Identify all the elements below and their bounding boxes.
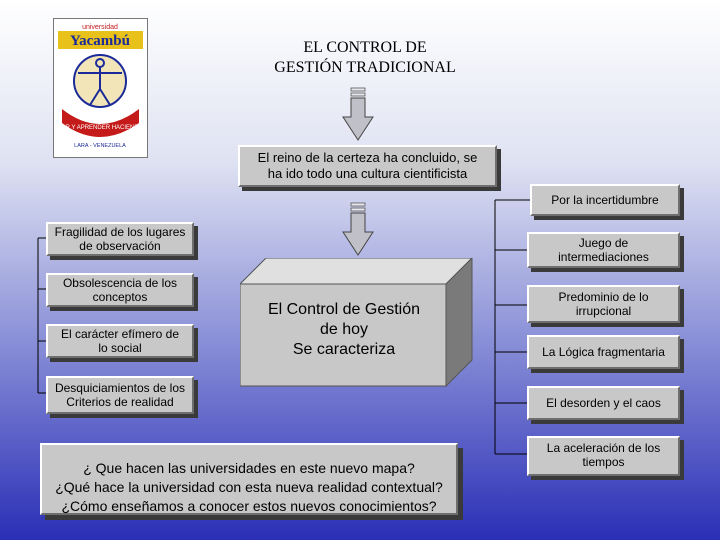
right-item-box: La Lógica fragmentaria — [527, 335, 680, 369]
left-item-line2: lo social — [98, 341, 142, 355]
right-item-line1: La Lógica fragmentaria — [542, 345, 665, 359]
svg-text:LARA - VENEZUELA: LARA - VENEZUELA — [74, 143, 126, 149]
left-item-line1: Fragilidad de los lugares — [54, 225, 186, 239]
question-box: ¿ Que hacen las universidades en este nu… — [40, 443, 458, 515]
down-arrow-icon — [342, 202, 374, 256]
slide-title-line1: EL CONTROL DE — [303, 39, 427, 56]
central-box-line3: Se caracteriza — [292, 341, 396, 358]
left-item-box: Desquiciamientos de los Criterios de rea… — [46, 376, 194, 414]
right-item-line1: El desorden y el caos — [546, 396, 661, 410]
right-item-line1: Por la incertidumbre — [551, 193, 659, 207]
right-item-line2: intermediaciones — [558, 250, 649, 264]
right-item-box: El desorden y el caos — [527, 386, 680, 420]
left-item-line1: El carácter efímero de — [60, 327, 180, 341]
right-item-line1: La aceleración de los — [546, 441, 661, 455]
central-box-line1: El Control de Gestión — [267, 301, 421, 318]
university-logo: universidad Yacambú ¡POR Y APRENDER HACI… — [53, 18, 148, 158]
right-item-line2: irrupcional — [575, 304, 632, 318]
left-item-line2: conceptos — [92, 290, 148, 304]
left-item-box: Fragilidad de los lugares de observación — [46, 222, 194, 256]
statement-box: El reino de la certeza ha concluido, se … — [238, 145, 497, 187]
right-item-box: Por la incertidumbre — [530, 184, 680, 216]
statement-line2: ha ido todo una cultura cientificista — [267, 166, 468, 181]
question-line2: ¿Qué hace la universidad con esta nueva … — [55, 479, 443, 495]
statement-line1: El reino de la certeza ha concluido, se — [257, 150, 478, 165]
left-item-line2: Criterios de realidad — [66, 395, 174, 409]
svg-text:universidad: universidad — [82, 24, 118, 31]
left-item-line2: de observación — [79, 239, 161, 253]
question-line1: ¿ Que hacen las universidades en este nu… — [83, 460, 415, 476]
central-3d-box — [240, 258, 473, 388]
left-item-line1: Obsolescencia de los — [62, 276, 178, 290]
right-item-line1: Juego de — [578, 236, 629, 250]
left-item-box: Obsolescencia de los conceptos — [46, 273, 194, 307]
right-item-box: Predominio de lo irrupcional — [527, 285, 680, 323]
svg-text:Yacambú: Yacambú — [70, 33, 130, 49]
left-item-box: El carácter efímero de lo social — [46, 324, 194, 358]
right-item-line1: Predominio de lo — [558, 290, 649, 304]
university-logo-emblem: universidad Yacambú ¡POR Y APRENDER HACI… — [55, 21, 145, 155]
right-item-line2: tiempos — [582, 455, 625, 469]
down-arrow-icon — [342, 87, 374, 141]
right-item-box: Juego de intermediaciones — [527, 232, 680, 268]
slide-title-line2: GESTIÓN TRADICIONAL — [274, 59, 456, 76]
central-box-line2: de hoy — [319, 321, 369, 338]
slide-title: EL CONTROL DE GESTIÓN TRADICIONAL — [250, 38, 480, 78]
right-item-box: La aceleración de los tiempos — [527, 436, 680, 476]
svg-text:¡POR Y APRENDER HACIENDO!: ¡POR Y APRENDER HACIENDO! — [55, 125, 145, 131]
left-item-line1: Desquiciamientos de los — [54, 381, 186, 395]
central-box-text: El Control de Gestión de hoy Se caracter… — [244, 300, 444, 360]
question-line3: ¿Cómo enseñamos a conocer estos nuevos c… — [61, 498, 437, 514]
